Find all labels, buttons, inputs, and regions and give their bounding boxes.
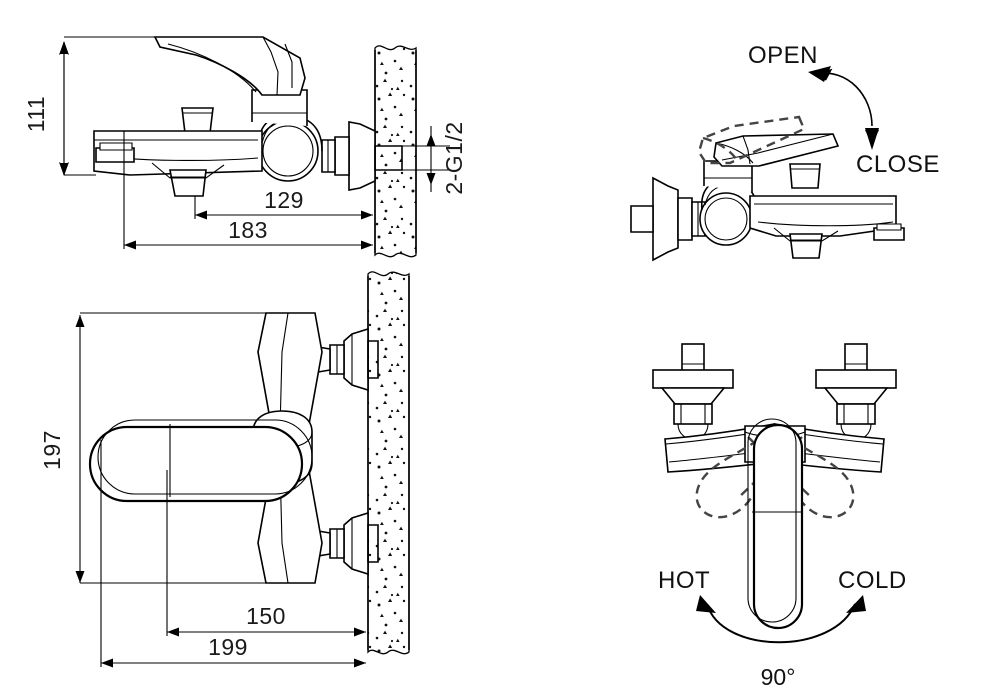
dimension-111-label: 111 xyxy=(23,96,49,132)
dimension-150-label: 150 xyxy=(246,603,286,629)
dimension-129: 129 xyxy=(194,187,373,220)
dimension-150: 150 xyxy=(166,470,366,637)
lever-handle-top xyxy=(747,418,804,630)
hot-cold-arc-arrow xyxy=(696,595,866,644)
label-close: CLOSE xyxy=(856,151,940,178)
thread-note-2-g12: 2-G1/2 xyxy=(402,121,467,195)
inlet-upper-front xyxy=(314,327,379,392)
diverter-knob-side xyxy=(181,107,214,134)
wall-section-side xyxy=(374,45,417,258)
operation-open-close-view: OPEN CLOSE xyxy=(630,42,940,262)
inlet-left-top xyxy=(652,343,734,441)
lever-handle-front xyxy=(88,419,313,503)
label-90-degrees: 90° xyxy=(761,664,796,690)
wall-section-front xyxy=(367,271,410,655)
dimension-199: 199 xyxy=(100,440,366,668)
dimension-199-label: 199 xyxy=(208,634,248,660)
side-elevation-view: 111 129 183 2-G1/2 xyxy=(23,36,467,258)
front-elevation-view: 197 150 199 xyxy=(39,271,410,668)
lever-handle-operation-ghost xyxy=(697,115,806,165)
inlet-lower-front xyxy=(314,511,379,576)
dimension-111: 111 xyxy=(23,36,155,176)
wall-flange-side xyxy=(321,121,403,191)
inlet-right-top xyxy=(815,343,897,441)
spout-operation xyxy=(749,163,905,259)
temperature-rotation-view: HOT COLD 90° xyxy=(652,343,907,690)
dimension-183-label: 183 xyxy=(228,217,268,243)
dimension-129-label: 129 xyxy=(264,187,304,213)
mixer-body-side xyxy=(251,89,323,182)
label-hot: HOT xyxy=(658,567,710,594)
dimension-197: 197 xyxy=(39,312,266,584)
thread-note-label: 2-G1/2 xyxy=(441,121,467,194)
mixer-body-operation xyxy=(699,160,758,246)
lever-handle-side xyxy=(153,36,306,96)
label-cold: COLD xyxy=(838,567,907,594)
open-close-arc-arrow xyxy=(808,66,879,150)
dimension-183: 183 xyxy=(123,131,373,250)
dimension-197-label: 197 xyxy=(39,430,65,470)
label-open: OPEN xyxy=(748,42,818,69)
wall-flange-operation xyxy=(630,176,706,262)
